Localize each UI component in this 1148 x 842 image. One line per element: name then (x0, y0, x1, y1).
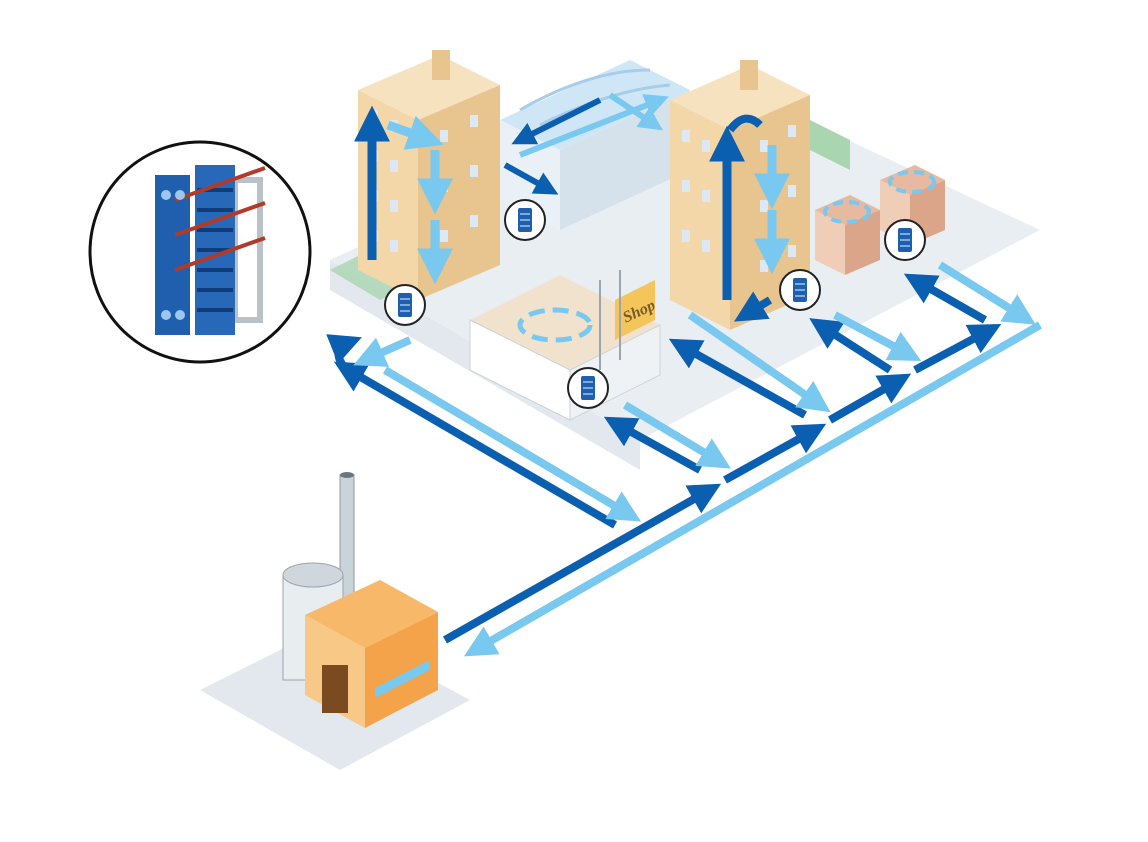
return-pipes (353, 261, 1042, 657)
apartment-building-left (354, 50, 500, 300)
supply-pipes (326, 273, 1002, 644)
plate-heat-exchanger-icon (155, 165, 266, 335)
substation-badges (384, 199, 926, 409)
heating-plant (282, 472, 438, 728)
heat-exchanger-inset (88, 140, 312, 364)
arched-hall (500, 60, 690, 230)
apartment-building-right (670, 60, 810, 330)
